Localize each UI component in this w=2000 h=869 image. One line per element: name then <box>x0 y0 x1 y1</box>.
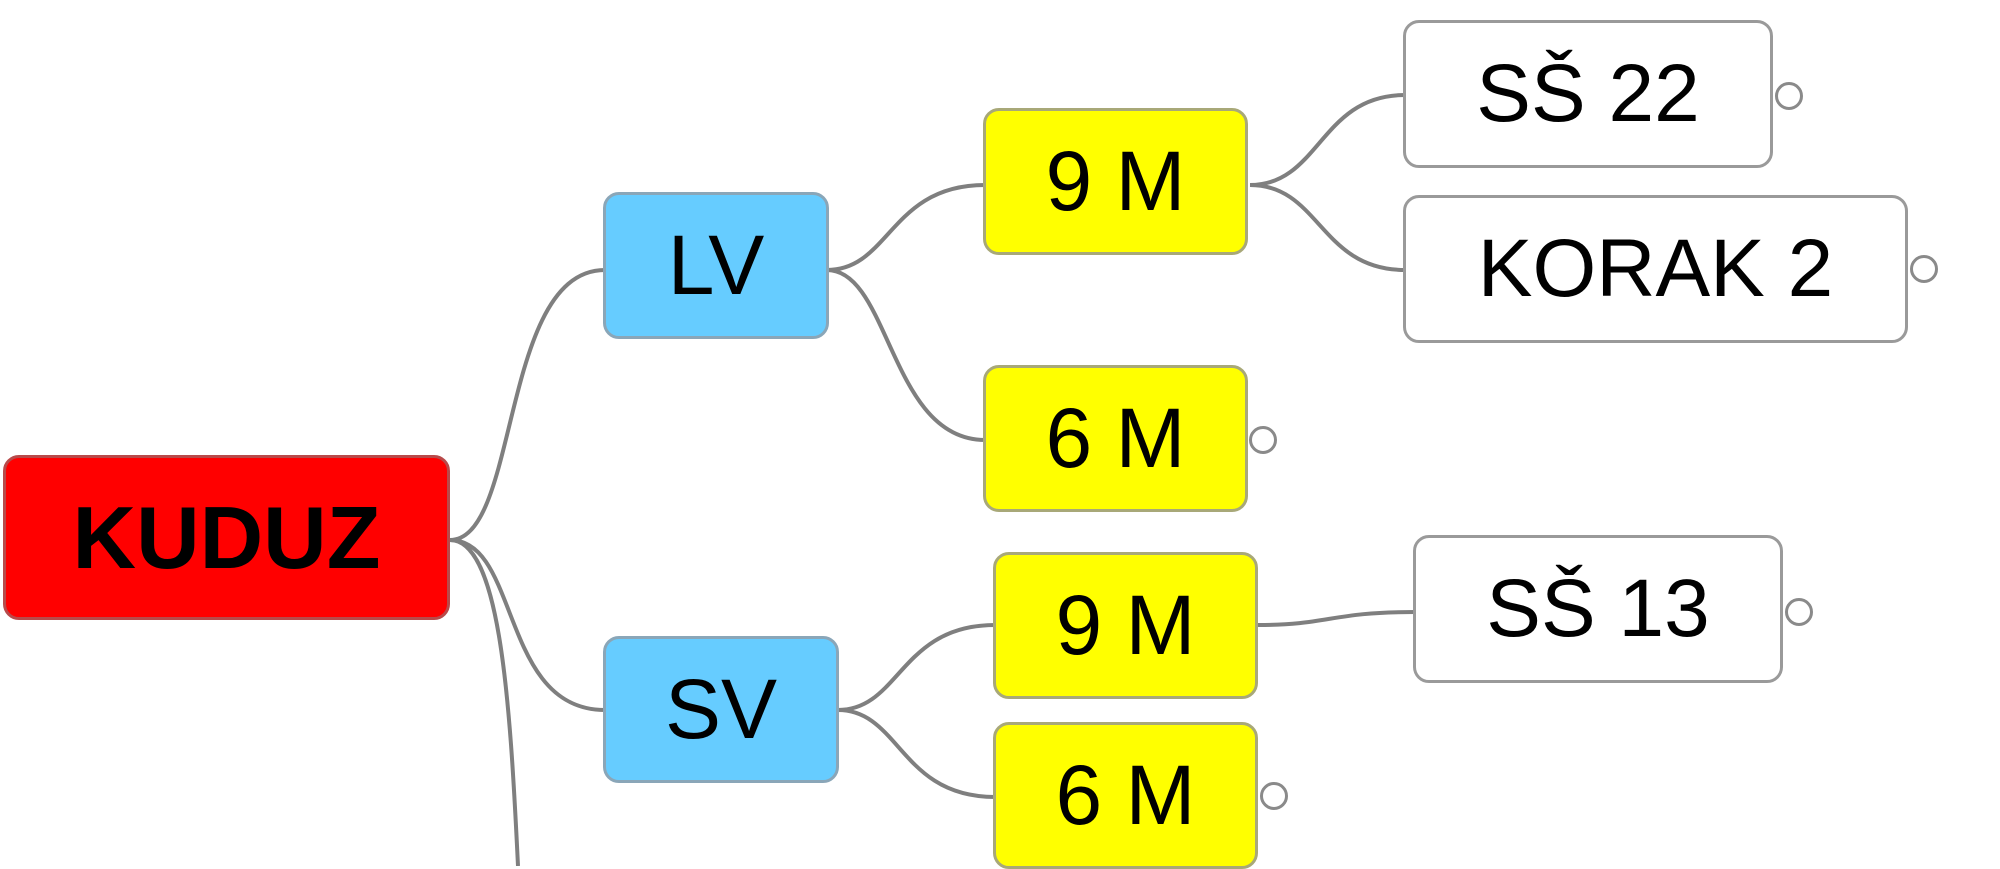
age-node-lv-9m[interactable]: 9 M <box>983 108 1248 255</box>
collapse-toggle-sv-6m[interactable] <box>1260 782 1288 810</box>
leaf-node-label: KORAK 2 <box>1477 223 1834 314</box>
age-node-sv-6m[interactable]: 6 M <box>993 722 1258 869</box>
connector-root-offscreen <box>449 538 520 866</box>
collapse-toggle-ss13[interactable] <box>1785 598 1813 626</box>
root-node-kuduz[interactable]: KUDUZ <box>3 455 450 620</box>
collapse-toggle-korak2[interactable] <box>1910 255 1938 283</box>
connector-lv9m-ss22 <box>1249 93 1406 187</box>
collapse-toggle-lv-6m[interactable] <box>1249 426 1277 454</box>
leaf-node-ss13[interactable]: SŠ 13 <box>1413 535 1783 683</box>
age-node-label: 9 M <box>1055 578 1196 672</box>
age-node-label: 9 M <box>1045 134 1186 228</box>
connector-lv-9m <box>826 183 986 272</box>
connector-sv-6m <box>837 708 996 799</box>
connector-sv-9m <box>837 623 996 712</box>
leaf-node-korak2[interactable]: KORAK 2 <box>1403 195 1908 343</box>
connector-root-lv <box>449 268 606 542</box>
root-node-label: KUDUZ <box>72 487 381 587</box>
branch-node-sv[interactable]: SV <box>603 636 839 783</box>
leaf-node-ss22[interactable]: SŠ 22 <box>1403 20 1773 168</box>
connector-root-sv <box>449 538 606 712</box>
branch-node-label: LV <box>667 218 765 312</box>
age-node-sv-9m[interactable]: 9 M <box>993 552 1258 699</box>
collapse-toggle-ss22[interactable] <box>1775 82 1803 110</box>
age-node-lv-6m[interactable]: 6 M <box>983 365 1248 512</box>
connector-sv9m-ss13 <box>1257 610 1416 627</box>
branch-node-lv[interactable]: LV <box>603 192 829 339</box>
connector-lv9m-korak2 <box>1249 183 1406 272</box>
age-node-label: 6 M <box>1045 391 1186 485</box>
leaf-node-label: SŠ 22 <box>1476 48 1700 139</box>
leaf-node-label: SŠ 13 <box>1486 563 1710 654</box>
branch-node-label: SV <box>664 662 778 756</box>
age-node-label: 6 M <box>1055 748 1196 842</box>
connector-lv-6m <box>826 268 986 442</box>
